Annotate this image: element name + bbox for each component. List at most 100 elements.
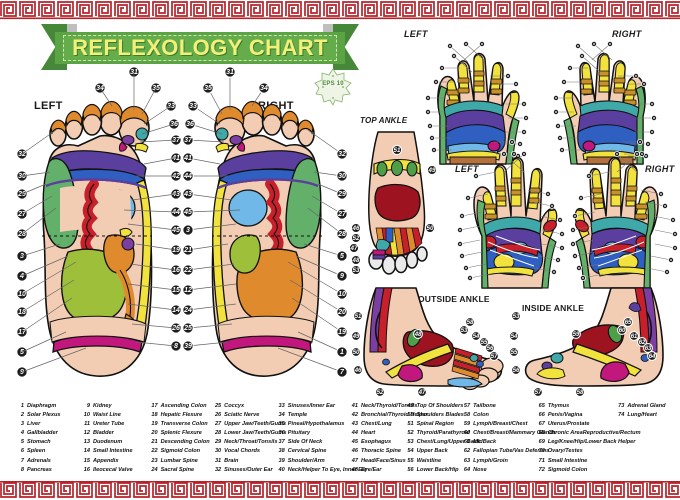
reflex-point-dot[interactable] [438, 64, 445, 71]
reflex-point-dot[interactable] [579, 275, 586, 282]
reflex-point-dot[interactable] [555, 123, 561, 130]
reflex-point-marker[interactable]: 5 [336, 250, 348, 262]
reflex-point-marker[interactable]: 59 [571, 329, 581, 339]
reflex-point-marker[interactable]: 10 [336, 288, 348, 300]
reflex-point-marker[interactable]: 53 [459, 325, 469, 335]
reflex-point-marker[interactable]: 63 [643, 343, 653, 353]
reflex-point-dot[interactable] [574, 43, 581, 49]
reflex-point-dot[interactable] [553, 109, 559, 116]
reflex-point-marker[interactable]: 50 [424, 222, 436, 234]
reflex-point-marker[interactable]: 43 [182, 188, 194, 200]
reflex-point-marker[interactable]: 39 [182, 340, 194, 352]
hand-diagram-bottom-left[interactable] [452, 150, 567, 290]
reflex-point-dot[interactable] [637, 139, 644, 146]
reflex-point-marker[interactable]: 32 [336, 148, 348, 160]
reflex-point-dot[interactable] [521, 129, 528, 136]
reflex-point-dot[interactable] [457, 227, 463, 234]
reflex-point-marker[interactable]: 51 [353, 311, 363, 321]
reflex-point-marker[interactable]: 46 [353, 365, 363, 375]
reflex-point-marker[interactable]: 35 [202, 82, 214, 94]
reflex-point-dot[interactable] [427, 123, 433, 130]
reflex-point-marker[interactable]: 29 [336, 188, 348, 200]
reflex-point-dot[interactable] [464, 195, 471, 202]
reflex-point-marker[interactable]: 24 [182, 304, 194, 316]
reflex-point-dot[interactable] [658, 191, 665, 198]
reflex-point-dot[interactable] [559, 245, 566, 252]
reflex-point-dot[interactable] [570, 227, 576, 234]
reflex-point-dot[interactable] [578, 52, 585, 59]
reflex-point-dot[interactable] [557, 217, 564, 224]
reflex-point-marker[interactable]: 36 [184, 118, 196, 130]
reflex-point-marker[interactable]: 48 [413, 329, 423, 339]
reflex-point-dot[interactable] [551, 269, 558, 276]
reflex-point-dot[interactable] [432, 79, 439, 86]
reflex-point-dot[interactable] [651, 115, 658, 122]
reflex-point-dot[interactable] [672, 245, 679, 252]
reflex-point-marker[interactable]: 53 [350, 264, 362, 276]
reflex-point-dot[interactable] [521, 151, 528, 157]
reflex-point-dot[interactable] [591, 41, 598, 47]
reflex-point-dot[interactable] [425, 95, 431, 102]
reflex-point-dot[interactable] [670, 217, 677, 224]
reflex-point-marker[interactable]: 28 [336, 228, 348, 240]
reflex-point-marker[interactable]: 1 [336, 346, 348, 358]
reflex-point-dot[interactable] [513, 81, 520, 88]
reflex-point-marker[interactable]: 19 [336, 326, 348, 338]
reflex-point-marker[interactable]: 41 [182, 152, 194, 164]
reflex-point-marker[interactable]: 35 [150, 82, 162, 94]
reflex-point-marker[interactable]: 27 [336, 208, 348, 220]
reflex-point-dot[interactable] [479, 41, 486, 47]
reflex-point-marker[interactable]: 57 [489, 351, 499, 361]
reflex-point-dot[interactable] [555, 257, 562, 264]
reflex-point-marker[interactable]: 52 [350, 232, 362, 244]
reflex-point-dot[interactable] [558, 147, 565, 154]
reflex-point-dot[interactable] [633, 73, 640, 80]
reflex-point-dot[interactable] [634, 151, 641, 157]
reflex-point-marker[interactable]: 54 [509, 331, 519, 341]
reflex-point-dot[interactable] [450, 52, 457, 59]
reflex-point-dot[interactable] [472, 172, 479, 179]
reflex-point-dot[interactable] [570, 241, 576, 248]
reflex-point-dot[interactable] [641, 81, 648, 88]
reflex-point-dot[interactable] [501, 151, 508, 157]
reflex-point-marker[interactable]: 47 [348, 242, 360, 254]
reflex-point-marker[interactable]: 21 [182, 244, 194, 256]
reflex-point-dot[interactable] [459, 253, 465, 260]
reflex-point-dot[interactable] [572, 213, 578, 220]
reflex-point-marker[interactable]: 9 [336, 270, 348, 282]
reflex-point-dot[interactable] [457, 241, 463, 248]
reflex-point-dot[interactable] [649, 101, 656, 108]
reflex-point-marker[interactable]: 25 [182, 322, 194, 334]
reflex-point-dot[interactable] [662, 203, 669, 210]
reflex-point-dot[interactable] [446, 43, 453, 49]
reflex-point-dot[interactable] [566, 64, 573, 71]
reflex-point-dot[interactable] [511, 151, 518, 158]
reflex-point-marker[interactable]: 56 [485, 343, 495, 353]
reflex-point-marker[interactable]: 55 [509, 347, 519, 357]
reflex-point-marker[interactable]: 44 [182, 170, 194, 182]
reflex-point-marker[interactable]: 7 [336, 366, 348, 378]
reflex-point-dot[interactable] [572, 253, 578, 260]
reflex-point-marker[interactable]: 45 [182, 206, 194, 218]
hand-diagram-top-left[interactable] [420, 38, 535, 168]
reflex-point-marker[interactable]: 51 [391, 144, 403, 156]
reflex-point-dot[interactable] [645, 141, 652, 148]
reflex-point-dot[interactable] [463, 41, 470, 47]
reflex-point-marker[interactable]: 52 [375, 387, 385, 397]
reflex-point-marker[interactable]: 57 [533, 387, 543, 397]
reflex-point-dot[interactable] [577, 195, 584, 202]
reflex-point-marker[interactable]: 33 [187, 100, 199, 112]
reflex-point-dot[interactable] [668, 257, 675, 264]
reflex-point-marker[interactable]: 65 [623, 317, 633, 327]
reflex-point-dot[interactable] [466, 275, 473, 282]
reflex-point-marker[interactable]: 30 [336, 170, 348, 182]
reflex-point-dot[interactable] [649, 129, 656, 136]
reflex-point-dot[interactable] [430, 147, 437, 154]
hand-diagram-bottom-right[interactable] [565, 150, 680, 290]
reflex-point-dot[interactable] [607, 41, 614, 47]
reflex-point-dot[interactable] [428, 135, 435, 142]
reflex-point-marker[interactable]: 34 [94, 82, 106, 94]
